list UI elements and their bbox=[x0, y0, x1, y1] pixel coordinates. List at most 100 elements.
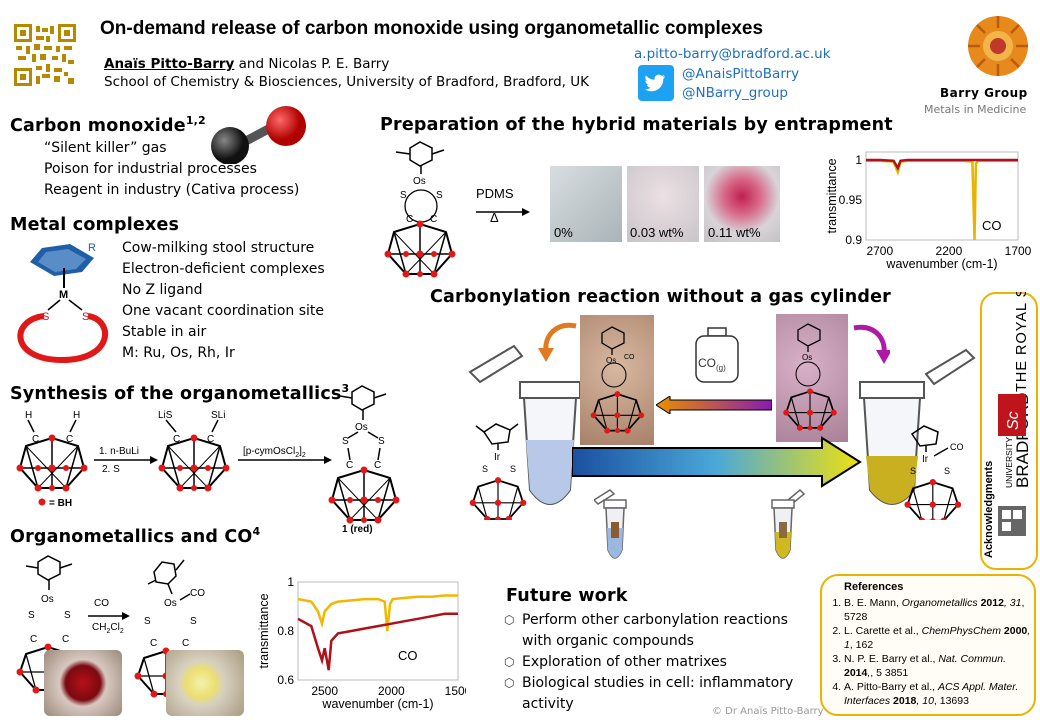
synthesis-title: Synthesis of the organometallics bbox=[10, 383, 342, 404]
section-title-preparation: Preparation of the hybrid materials by e… bbox=[380, 115, 893, 135]
gradient-arrow-left bbox=[655, 395, 773, 415]
reference-item: L. Carette et al., ChemPhysChem 2000, 1,… bbox=[844, 625, 1034, 652]
sample-label: 0% bbox=[554, 225, 573, 240]
atom-s: S bbox=[510, 464, 516, 474]
list-item: Stable in air bbox=[122, 324, 207, 340]
os-complex-structure: Os S S C C bbox=[380, 138, 470, 279]
s-label-2: S bbox=[82, 311, 89, 323]
atom-s: S bbox=[436, 190, 443, 201]
atom-c: C bbox=[374, 460, 381, 471]
atom-os: Os bbox=[606, 356, 616, 365]
x-tick-label: 2500 bbox=[311, 684, 338, 698]
atom-s: S bbox=[144, 616, 151, 627]
rotate-arrow-orange bbox=[538, 318, 582, 364]
section-title-carbon-monoxide: Carbon monoxide1,2 bbox=[10, 114, 206, 136]
series-line-1 bbox=[866, 158, 1018, 171]
x-axis-label: wavenumber (cm-1) bbox=[885, 257, 997, 271]
references-list: B. E. Mann, Organometallics 2012, 31, 57… bbox=[822, 597, 1034, 708]
metal-complexes-list: Cow-milking stool structure Electron-def… bbox=[122, 238, 325, 364]
atom-sli: SLi bbox=[211, 410, 225, 421]
author-main: Anaïs Pitto-Barry bbox=[104, 56, 235, 72]
x-tick-label: 1700 bbox=[1005, 244, 1032, 258]
r-label: R bbox=[88, 242, 96, 254]
pdms-label: PDMS bbox=[476, 186, 514, 201]
solvent: CH2Cl2 bbox=[92, 622, 124, 635]
bh-legend: = BH bbox=[49, 498, 72, 509]
atom-s: S bbox=[400, 190, 407, 201]
stool-structure-diagram: R M S S bbox=[12, 238, 112, 366]
group-name: Barry Group bbox=[940, 86, 1028, 100]
list-item: Cow-milking stool structure bbox=[122, 240, 315, 256]
sample-photo-0: 0% bbox=[550, 166, 622, 242]
co-gas-container-icon bbox=[694, 326, 740, 384]
twitter-icon[interactable] bbox=[638, 65, 674, 101]
step1-reagent-b: 2. S bbox=[102, 464, 120, 475]
group-tagline: Metals in Medicine bbox=[924, 103, 1027, 116]
list-item: No Z ligand bbox=[122, 282, 203, 298]
atom-co: CO bbox=[190, 588, 205, 599]
atom-s: S bbox=[910, 466, 916, 476]
sample-label: 0.03 wt% bbox=[630, 225, 684, 240]
step1-reagent-a: 1. n-BuLi bbox=[99, 446, 139, 457]
heat-label: Δ bbox=[490, 210, 499, 225]
atom-os: Os bbox=[164, 598, 177, 609]
atom-s: S bbox=[28, 610, 35, 621]
list-item: Exploration of other matrixes bbox=[504, 652, 804, 673]
x-axis-label: wavenumber (cm-1) bbox=[321, 697, 433, 711]
carbon-monoxide-list: “Silent killer” gas Poison for industria… bbox=[44, 138, 299, 201]
co-binding-scheme: Os S S C C CO CH2Cl2 Os CO S S C C bbox=[4, 550, 244, 720]
y-tick-label: 0.8 bbox=[277, 624, 294, 638]
copyright: © Dr Anaïs Pitto-Barry bbox=[712, 706, 824, 717]
x-tick-label: 2700 bbox=[866, 244, 893, 258]
list-item: “Silent killer” gas bbox=[44, 140, 167, 156]
atom-c: C bbox=[62, 634, 69, 645]
email-link[interactable]: a.pitto-barry@bradford.ac.uk bbox=[634, 46, 831, 62]
reference-item: N. P. E. Barry et al., Nat. Commun. 2014… bbox=[844, 653, 1034, 680]
section-title-synthesis: Synthesis of the organometallics3 bbox=[10, 382, 349, 404]
s-label-1: S bbox=[42, 311, 49, 323]
atom-os: Os bbox=[413, 176, 426, 187]
atom-c: C bbox=[150, 638, 157, 649]
organometallics-co-title: Organometallics and CO bbox=[10, 526, 253, 547]
yellow-solution-photo bbox=[166, 650, 244, 716]
qr-code bbox=[14, 24, 76, 86]
atom-h: H bbox=[25, 410, 32, 421]
left-vial-diagram bbox=[462, 340, 586, 520]
reference-item: A. Pitto-Barry et al., ACS Appl. Mater. … bbox=[844, 681, 1034, 708]
small-vial-yellow bbox=[766, 488, 806, 568]
co-annotation: CO bbox=[398, 648, 418, 663]
list-item: M: Ru, Os, Rh, Ir bbox=[122, 345, 235, 361]
section-title-carbonylation: Carbonylation reaction without a gas cyl… bbox=[430, 287, 892, 307]
atom-ir: Ir bbox=[922, 454, 929, 465]
co-gas-label: CO(g) bbox=[698, 356, 726, 372]
small-vial-blue bbox=[592, 488, 634, 568]
atom-os: Os bbox=[802, 353, 812, 362]
reagent-co: CO bbox=[94, 598, 109, 609]
y-tick-label: 0.95 bbox=[839, 193, 863, 207]
co-annotation: CO bbox=[982, 218, 1002, 233]
carbon-monoxide-title: Carbon monoxide bbox=[10, 115, 186, 136]
atom-c: C bbox=[173, 434, 180, 445]
authors: Anaïs Pitto-Barry and Nicolas P. E. Barr… bbox=[104, 54, 389, 75]
atom-co: CO bbox=[950, 442, 964, 452]
co-molecule-icon bbox=[208, 104, 310, 165]
twitter-handle-2[interactable]: @NBarry_group bbox=[682, 85, 788, 101]
references-box: References B. E. Mann, Organometallics 2… bbox=[820, 574, 1036, 716]
acknowledgements-vertical: Acknowledgments UNIVERSITY of BRADFORD T… bbox=[978, 227, 1036, 566]
sample-photo-1: 0.03 wt% bbox=[627, 166, 699, 242]
twitter-handle-1[interactable]: @AnaisPittoBarry bbox=[682, 66, 800, 82]
pink-pdms-photo: Os bbox=[776, 314, 848, 442]
affiliation: School of Chemistry & Biosciences, Unive… bbox=[104, 74, 589, 90]
list-item: Reagent in industry (Cativa process) bbox=[44, 182, 300, 198]
y-tick-label: 0.6 bbox=[277, 673, 294, 687]
synthesis-scheme: H H C C = BH 1. n-BuLi 2. S LiS SLi C C … bbox=[6, 380, 426, 540]
y-tick-label: 1 bbox=[855, 153, 862, 167]
atom-s: S bbox=[378, 436, 385, 447]
atom-c: C bbox=[182, 638, 189, 649]
university-of-text: UNIVERSITY of bbox=[1004, 427, 1014, 488]
atom-c: C bbox=[430, 214, 437, 225]
atom-c: C bbox=[406, 214, 413, 225]
